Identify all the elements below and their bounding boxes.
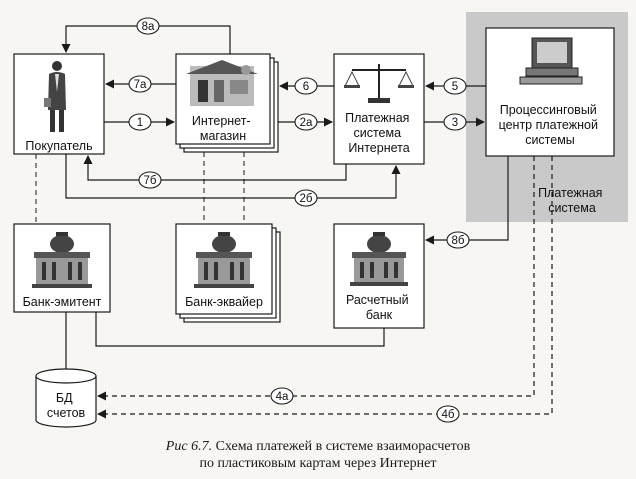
bank-building-icon (32, 232, 92, 288)
bank-building-icon (350, 232, 408, 286)
scales-icon (344, 64, 414, 103)
acquirer-node: Банк-эквайер (175, 223, 281, 323)
svg-text:6: 6 (303, 81, 309, 93)
step-4a-badge: 4а (270, 387, 294, 405)
svg-text:2б: 2б (300, 193, 313, 205)
step-2a-badge: 2а (294, 113, 318, 131)
caption-line-1: Схема платежей в системе взаиморасчетов (215, 439, 471, 454)
shop-icon (186, 60, 258, 106)
processing-label: Процессинговый центр платежной системы (499, 103, 602, 147)
payment-system-node: Платежная система Интернета (333, 53, 425, 165)
svg-text:1: 1 (137, 117, 143, 129)
bank-building-icon (194, 232, 254, 288)
computer-icon (519, 37, 583, 85)
step-1-badge: 1 (128, 113, 152, 131)
shop-node: Интернет- магазин (175, 53, 279, 153)
buyer-label: Покупатель (25, 139, 92, 153)
settlement-label: Расчетный банк (346, 293, 412, 322)
svg-text:5: 5 (452, 81, 458, 93)
acquirer-label: Банк-эквайер (185, 295, 263, 309)
db-label: БД счетов (47, 391, 86, 420)
arrow-4b (97, 156, 553, 419)
issuer-label: Банк-эмитент (23, 295, 102, 309)
buyer-node: Покупатель (13, 53, 105, 155)
issuer-node: Банк-эмитент (13, 223, 111, 313)
step-7a-badge: 7а (128, 75, 152, 93)
db-node: БД счетов (35, 368, 97, 428)
step-2b-badge: 2б (294, 189, 318, 207)
figure-number: Рис 6.7. (165, 439, 213, 454)
payment-system-region-label: Платежная система (538, 186, 606, 215)
svg-text:4а: 4а (276, 391, 289, 403)
shop-label: Интернет- магазин (192, 114, 254, 143)
step-8b-badge: 8б (446, 231, 470, 249)
svg-text:7б: 7б (144, 175, 157, 187)
caption-line-2: по пластиковым картам через Интернет (199, 456, 437, 471)
step-4b-badge: 4б (436, 405, 460, 423)
processing-node: Процессинговый центр платежной системы (485, 27, 615, 157)
step-5-badge: 5 (443, 77, 467, 95)
svg-text:7а: 7а (134, 79, 147, 91)
arrow-7b (83, 155, 347, 181)
svg-text:4б: 4б (442, 409, 455, 421)
step-7b-badge: 7б (138, 171, 162, 189)
step-8a-badge: 8а (136, 17, 160, 35)
svg-text:8б: 8б (452, 235, 465, 247)
svg-text:3: 3 (452, 117, 458, 129)
figure-caption: Рис 6.7. Схема платежей в системе взаимо… (0, 439, 636, 455)
svg-text:2а: 2а (300, 117, 313, 129)
svg-text:8а: 8а (142, 21, 155, 33)
step-6-badge: 6 (294, 77, 318, 95)
payment-system-label: Платежная система Интернета (345, 111, 413, 155)
person-icon (44, 61, 66, 132)
step-3-badge: 3 (443, 113, 467, 131)
settlement-node: Расчетный банк (333, 223, 425, 329)
arrow-2b (65, 154, 401, 199)
bank-link (95, 312, 385, 347)
